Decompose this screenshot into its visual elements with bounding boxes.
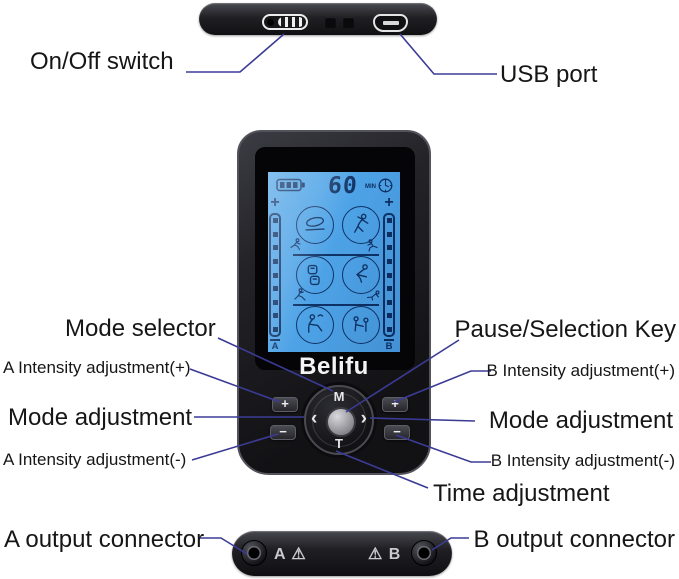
stretch-figure-icon xyxy=(366,290,380,301)
line-on-off xyxy=(186,33,285,73)
vent-hole xyxy=(325,17,336,28)
channel-b-intensity-bar xyxy=(383,213,395,337)
b-output-connector-label: B output connector xyxy=(473,526,675,553)
a-intensity-minus-label: A Intensity adjustment(-) xyxy=(3,450,187,469)
mode-adjustment-left-key[interactable]: ‹ xyxy=(311,408,318,430)
b-intensity-plus-label: B Intensity adjustment(+) xyxy=(486,361,675,380)
device-top-view xyxy=(199,3,437,35)
a-output-connector-port[interactable] xyxy=(241,540,267,566)
lunge-figure-icon xyxy=(294,288,306,301)
kicking-figure-icon xyxy=(367,239,378,252)
mode-row-separator xyxy=(293,254,379,256)
on-off-switch-label: On/Off switch xyxy=(30,48,174,75)
a-port-mark: A ⚠ xyxy=(274,546,307,563)
pause-selection-button[interactable] xyxy=(326,407,356,437)
battery-icon xyxy=(276,178,305,192)
switch-pivot xyxy=(267,19,274,26)
usb-pin xyxy=(382,21,399,25)
tens-unit-device: 60 MIN + + A xyxy=(237,130,431,475)
channel-b-plus-mark: + xyxy=(384,194,394,211)
channel-a-mark: A xyxy=(270,339,280,352)
a-intensity-plus-label: A Intensity adjustment(+) xyxy=(3,358,191,377)
mode-adjustment-right-key[interactable]: › xyxy=(360,408,367,430)
dpad: M T ‹ › xyxy=(304,385,374,455)
running-figure-icon xyxy=(290,238,301,251)
time-adjustment-key[interactable]: T xyxy=(335,436,343,451)
b-output-connector-port[interactable] xyxy=(411,540,437,566)
mode-row-separator xyxy=(293,304,379,306)
b-port-mark: ⚠ B xyxy=(368,546,402,563)
a-output-connector-label: A output connector xyxy=(4,526,205,553)
channel-a-intensity-bar xyxy=(269,213,281,337)
vent-hole xyxy=(343,17,354,28)
clock-icon xyxy=(378,178,393,193)
mode-adjustment-right-label: Mode adjustment xyxy=(488,407,673,434)
b-intensity-plus-button[interactable]: + xyxy=(382,397,408,412)
lcd-screen: 60 MIN + + A xyxy=(268,172,400,352)
mode-icon-gymnast xyxy=(342,206,380,244)
channel-b-mark: B xyxy=(384,339,394,352)
timer-unit: MIN xyxy=(365,184,376,190)
a-intensity-plus-button[interactable]: + xyxy=(272,397,298,412)
mode-icon-foot-massage xyxy=(296,206,334,244)
mode-icon-shoulder-massage xyxy=(342,306,380,344)
a-port-hole xyxy=(248,547,260,559)
a-intensity-minus-button[interactable]: − xyxy=(270,425,296,440)
timer-value: 60 xyxy=(327,173,359,199)
usb-port[interactable] xyxy=(373,14,408,32)
mode-selector-label: Mode selector xyxy=(65,315,216,342)
brand-logo: Belifu xyxy=(299,353,369,380)
mode-selector-key[interactable]: M xyxy=(333,389,345,404)
on-off-switch[interactable] xyxy=(262,14,308,30)
usb-port-label: USB port xyxy=(500,61,598,88)
pause-selection-key-label: Pause/Selection Key xyxy=(454,316,676,343)
mode-icon-cupping xyxy=(296,256,334,294)
b-intensity-minus-label: B Intensity adjustment(-) xyxy=(490,451,675,470)
switch-knob[interactable] xyxy=(278,17,304,27)
line-usb xyxy=(399,33,497,75)
mode-adjustment-left-label: Mode adjustment xyxy=(8,404,193,431)
screen-bezel: 60 MIN + + A xyxy=(255,147,415,370)
b-port-hole xyxy=(418,547,430,559)
channel-a-plus-mark: + xyxy=(270,194,280,211)
mode-icon-back-massage xyxy=(296,306,334,344)
b-intensity-minus-button[interactable]: − xyxy=(384,425,410,440)
mode-icon-acupressure xyxy=(342,256,380,294)
time-adjustment-label: Time adjustment xyxy=(433,480,610,507)
device-bottom-view: A ⚠ ⚠ B xyxy=(232,531,452,576)
